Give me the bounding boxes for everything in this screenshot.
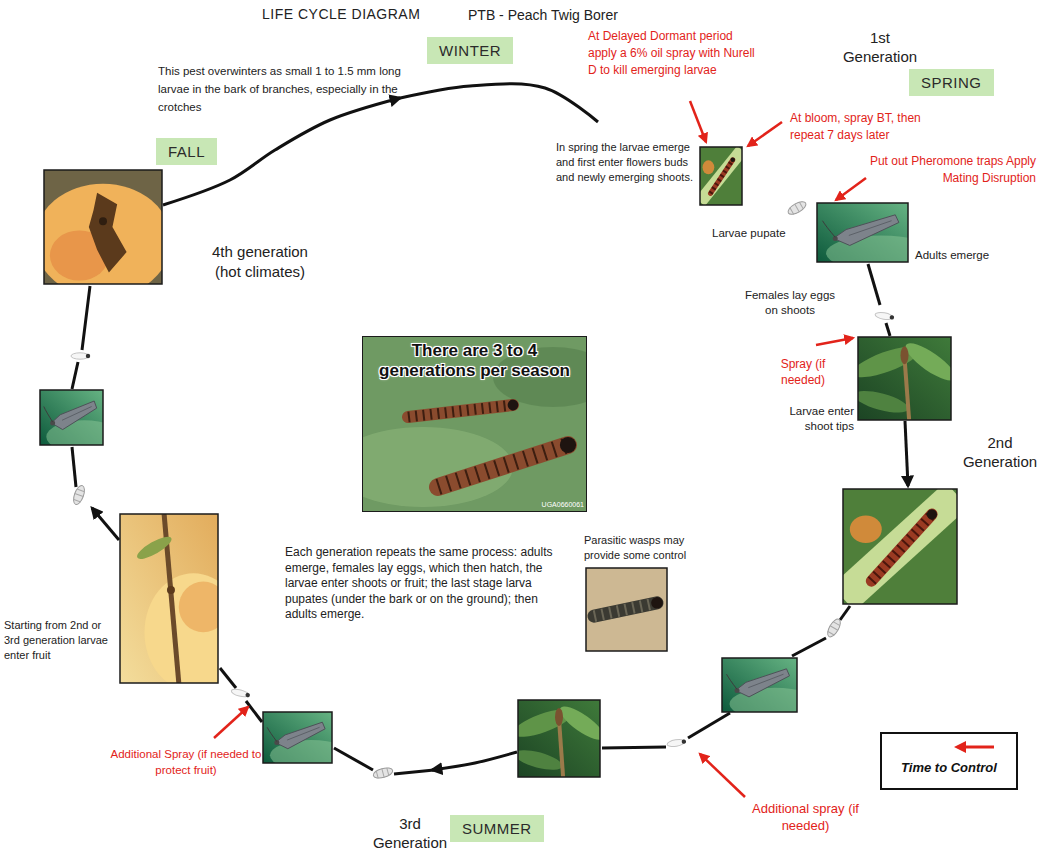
moth-photo <box>40 390 122 453</box>
season-box: SPRING <box>909 69 994 96</box>
pupa-icon <box>71 484 86 506</box>
season-box: SUMMER <box>450 815 544 842</box>
cycle-arrow <box>72 447 76 487</box>
stage-label: Adults emerge <box>915 248 1015 263</box>
control-note: At bloom, spray BT, then repeat 7 days l… <box>790 110 950 144</box>
season-label: FALL <box>168 142 205 161</box>
shoot-photo <box>849 337 960 420</box>
shoot-photo <box>510 700 608 777</box>
larva-hatchling-icon <box>667 738 687 748</box>
larva-photo <box>700 147 742 205</box>
larva-hatchling-icon <box>71 353 90 359</box>
pupa-icon <box>786 199 808 217</box>
pupa-icon <box>825 617 843 639</box>
photo-panel: There are 3 to 4 generations per season <box>362 336 587 512</box>
stage-label: Larvae pupate <box>712 226 802 241</box>
cycle-arrow <box>840 606 850 620</box>
cycle-arrow <box>246 701 262 722</box>
control-arrow <box>690 101 706 142</box>
legend-box: Time to Control <box>880 732 1018 790</box>
cycle-arrow <box>334 748 373 770</box>
cycle-arrow <box>82 286 90 350</box>
control-note: Additional spray (if needed) <box>748 800 863 834</box>
season-label: SPRING <box>921 73 982 92</box>
generation-label: 3rd Generation <box>368 814 452 852</box>
note-text: Each generation repeats the same process… <box>285 545 560 623</box>
generation-label: 4th generation (hot climates) <box>200 242 320 282</box>
pupa-icon <box>372 766 394 780</box>
note-text: Starting from 2nd or 3rd generation larv… <box>4 618 116 663</box>
control-note: Additional Spray (if needed to protect f… <box>106 746 266 778</box>
cycle-arrow <box>72 362 78 389</box>
cycle-arrow <box>688 713 730 738</box>
control-note: Put out Pheromone traps Apply Mating Dis… <box>862 153 1036 187</box>
life-cycle-ring <box>72 84 908 774</box>
control-arrow <box>748 122 782 146</box>
cycle-arrow <box>398 84 598 122</box>
stage-label: Larvae enter shoot tips <box>770 404 854 434</box>
legend-text: Time to Control <box>901 760 997 775</box>
watermark: UGA0660061 <box>528 500 584 509</box>
control-note: Spray (if needed) <box>772 356 834 388</box>
fruit-photo <box>35 170 172 298</box>
season-label: WINTER <box>439 41 501 60</box>
legend-sample <box>882 738 1016 756</box>
subtitle: PTB - Peach Twig Borer <box>468 6 688 24</box>
legend-label: Time to Control <box>882 760 1016 775</box>
larva-hatchling-icon <box>230 688 250 699</box>
note-text: Parasitic wasps may provide some control <box>584 533 702 563</box>
control-arrows <box>214 101 866 797</box>
control-arrow <box>836 178 866 200</box>
larva-hatchling-icon <box>875 311 895 321</box>
generation-label: 1st Generation <box>835 28 925 66</box>
control-note: At Delayed Dormant period apply a 6% oil… <box>588 28 760 79</box>
cycle-arrow <box>92 508 119 540</box>
cycle-arrow <box>868 264 880 305</box>
note-text: In spring the larvae emerge and first en… <box>556 140 696 185</box>
stage-label: Females lay eggs on shoots <box>740 288 840 318</box>
moth-photo <box>722 658 820 720</box>
control-arrow <box>816 338 853 345</box>
cycle-arrow <box>792 638 826 656</box>
cycle-arrow <box>394 770 434 774</box>
cycle-arrow <box>163 98 400 205</box>
photo-caption: There are 3 to 4 generations per season <box>363 337 586 385</box>
generation-label: 2nd Generation <box>958 433 1042 471</box>
season-box: FALL <box>156 138 217 165</box>
larva-photo <box>843 489 957 604</box>
note-text: This pest overwinters as small 1 to 1.5 … <box>158 62 416 116</box>
control-arrow <box>214 707 248 738</box>
fruit-photo <box>120 514 243 691</box>
moth-photo <box>263 712 353 771</box>
wasp-photo <box>586 568 667 651</box>
diagram-title: LIFE CYCLE DIAGRAM <box>262 6 420 22</box>
cycle-arrow <box>602 747 666 748</box>
season-label: SUMMER <box>462 819 532 838</box>
cycle-arrow <box>905 421 908 486</box>
cycle-arrow <box>432 752 517 770</box>
cycle-arrow <box>220 668 236 688</box>
season-box: WINTER <box>427 37 513 64</box>
control-arrow <box>700 754 745 797</box>
cycle-arrow <box>886 323 890 336</box>
